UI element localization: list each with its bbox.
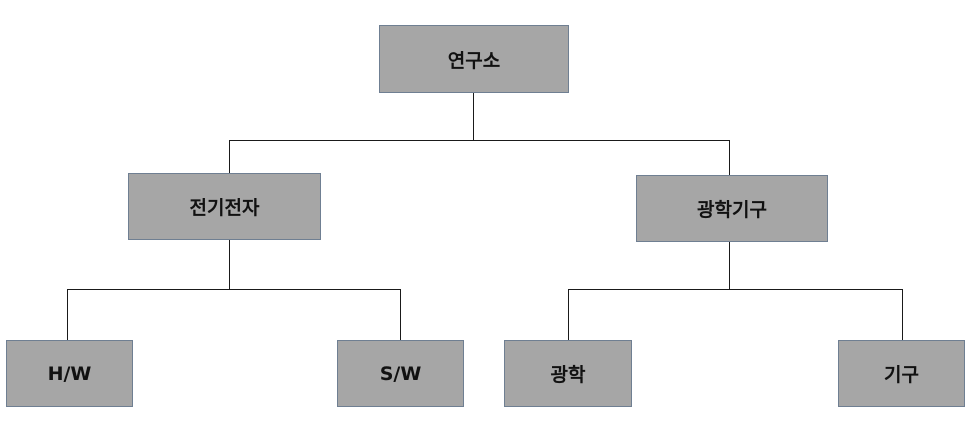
connector-team-sw-drop	[400, 289, 401, 340]
node-team-optics: 광학	[504, 340, 632, 407]
connector-division-1-bar	[67, 289, 401, 290]
node-division-electrical: 전기전자	[128, 173, 321, 240]
connector-division-2-drop	[729, 140, 730, 175]
node-team-optics-label: 광학	[550, 364, 586, 386]
connector-division-2-bar	[568, 289, 903, 290]
connector-division-1-stem	[229, 240, 230, 289]
node-team-sw-label: S/W	[379, 362, 422, 385]
node-root-label: 연구소	[447, 49, 501, 72]
connector-team-hw-drop	[67, 289, 68, 340]
connector-root-bar	[229, 140, 730, 141]
node-division-optomechanics: 광학기구	[636, 175, 828, 242]
node-division-electrical-label: 전기전자	[189, 197, 260, 219]
connector-division-1-drop	[229, 140, 230, 173]
node-team-sw: S/W	[337, 340, 464, 407]
node-team-hw-label: H/W	[47, 362, 92, 385]
node-team-mechanics: 기구	[838, 340, 965, 407]
node-team-hw: H/W	[6, 340, 133, 407]
connector-team-optics-drop	[568, 289, 569, 340]
node-division-optomechanics-label: 광학기구	[697, 199, 767, 221]
connector-division-2-stem	[729, 242, 730, 289]
node-team-mechanics-label: 기구	[884, 364, 919, 386]
connector-team-mechanics-drop	[902, 289, 903, 340]
connector-root-stem	[473, 93, 474, 140]
node-root: 연구소	[379, 25, 569, 93]
